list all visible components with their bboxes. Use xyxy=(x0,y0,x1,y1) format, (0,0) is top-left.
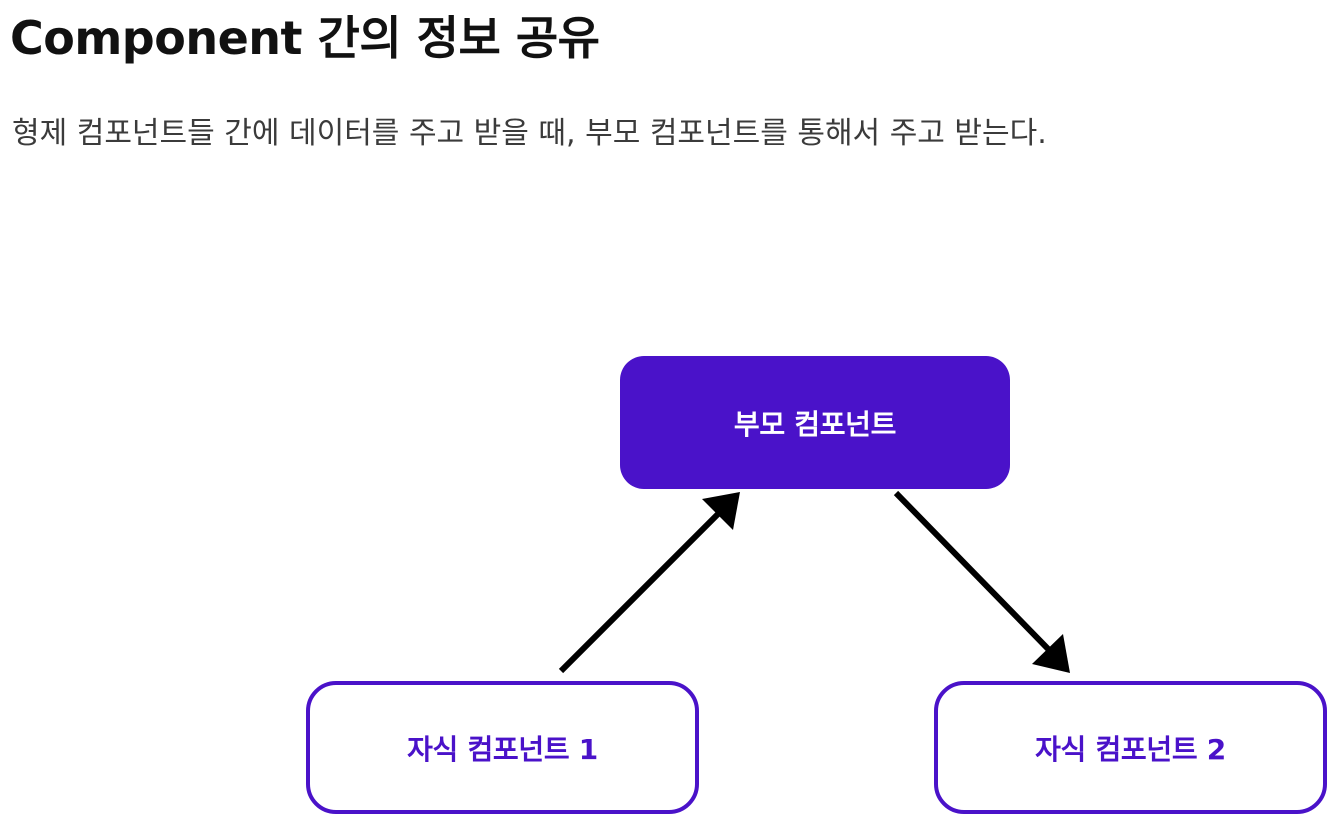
arrow-parent-to-child2 xyxy=(893,490,1070,673)
page-subtitle: 형제 컴포넌트들 간에 데이터를 주고 받을 때, 부모 컴포넌트를 통해서 주… xyxy=(12,116,1047,151)
parent-component-box: 부모 컴포넌트 xyxy=(620,356,1010,489)
child-component-2-box: 자식 컴포넌트 2 xyxy=(934,681,1327,814)
parent-component-label: 부모 컴포넌트 xyxy=(733,407,897,441)
child-component-1-label: 자식 컴포넌트 1 xyxy=(407,732,598,766)
arrow-child1-to-parent xyxy=(558,492,740,674)
child-component-1-box: 자식 컴포넌트 1 xyxy=(306,681,699,814)
child-component-2-label: 자식 컴포넌트 2 xyxy=(1035,732,1226,766)
page-title: Component 간의 정보 공유 xyxy=(10,11,600,65)
